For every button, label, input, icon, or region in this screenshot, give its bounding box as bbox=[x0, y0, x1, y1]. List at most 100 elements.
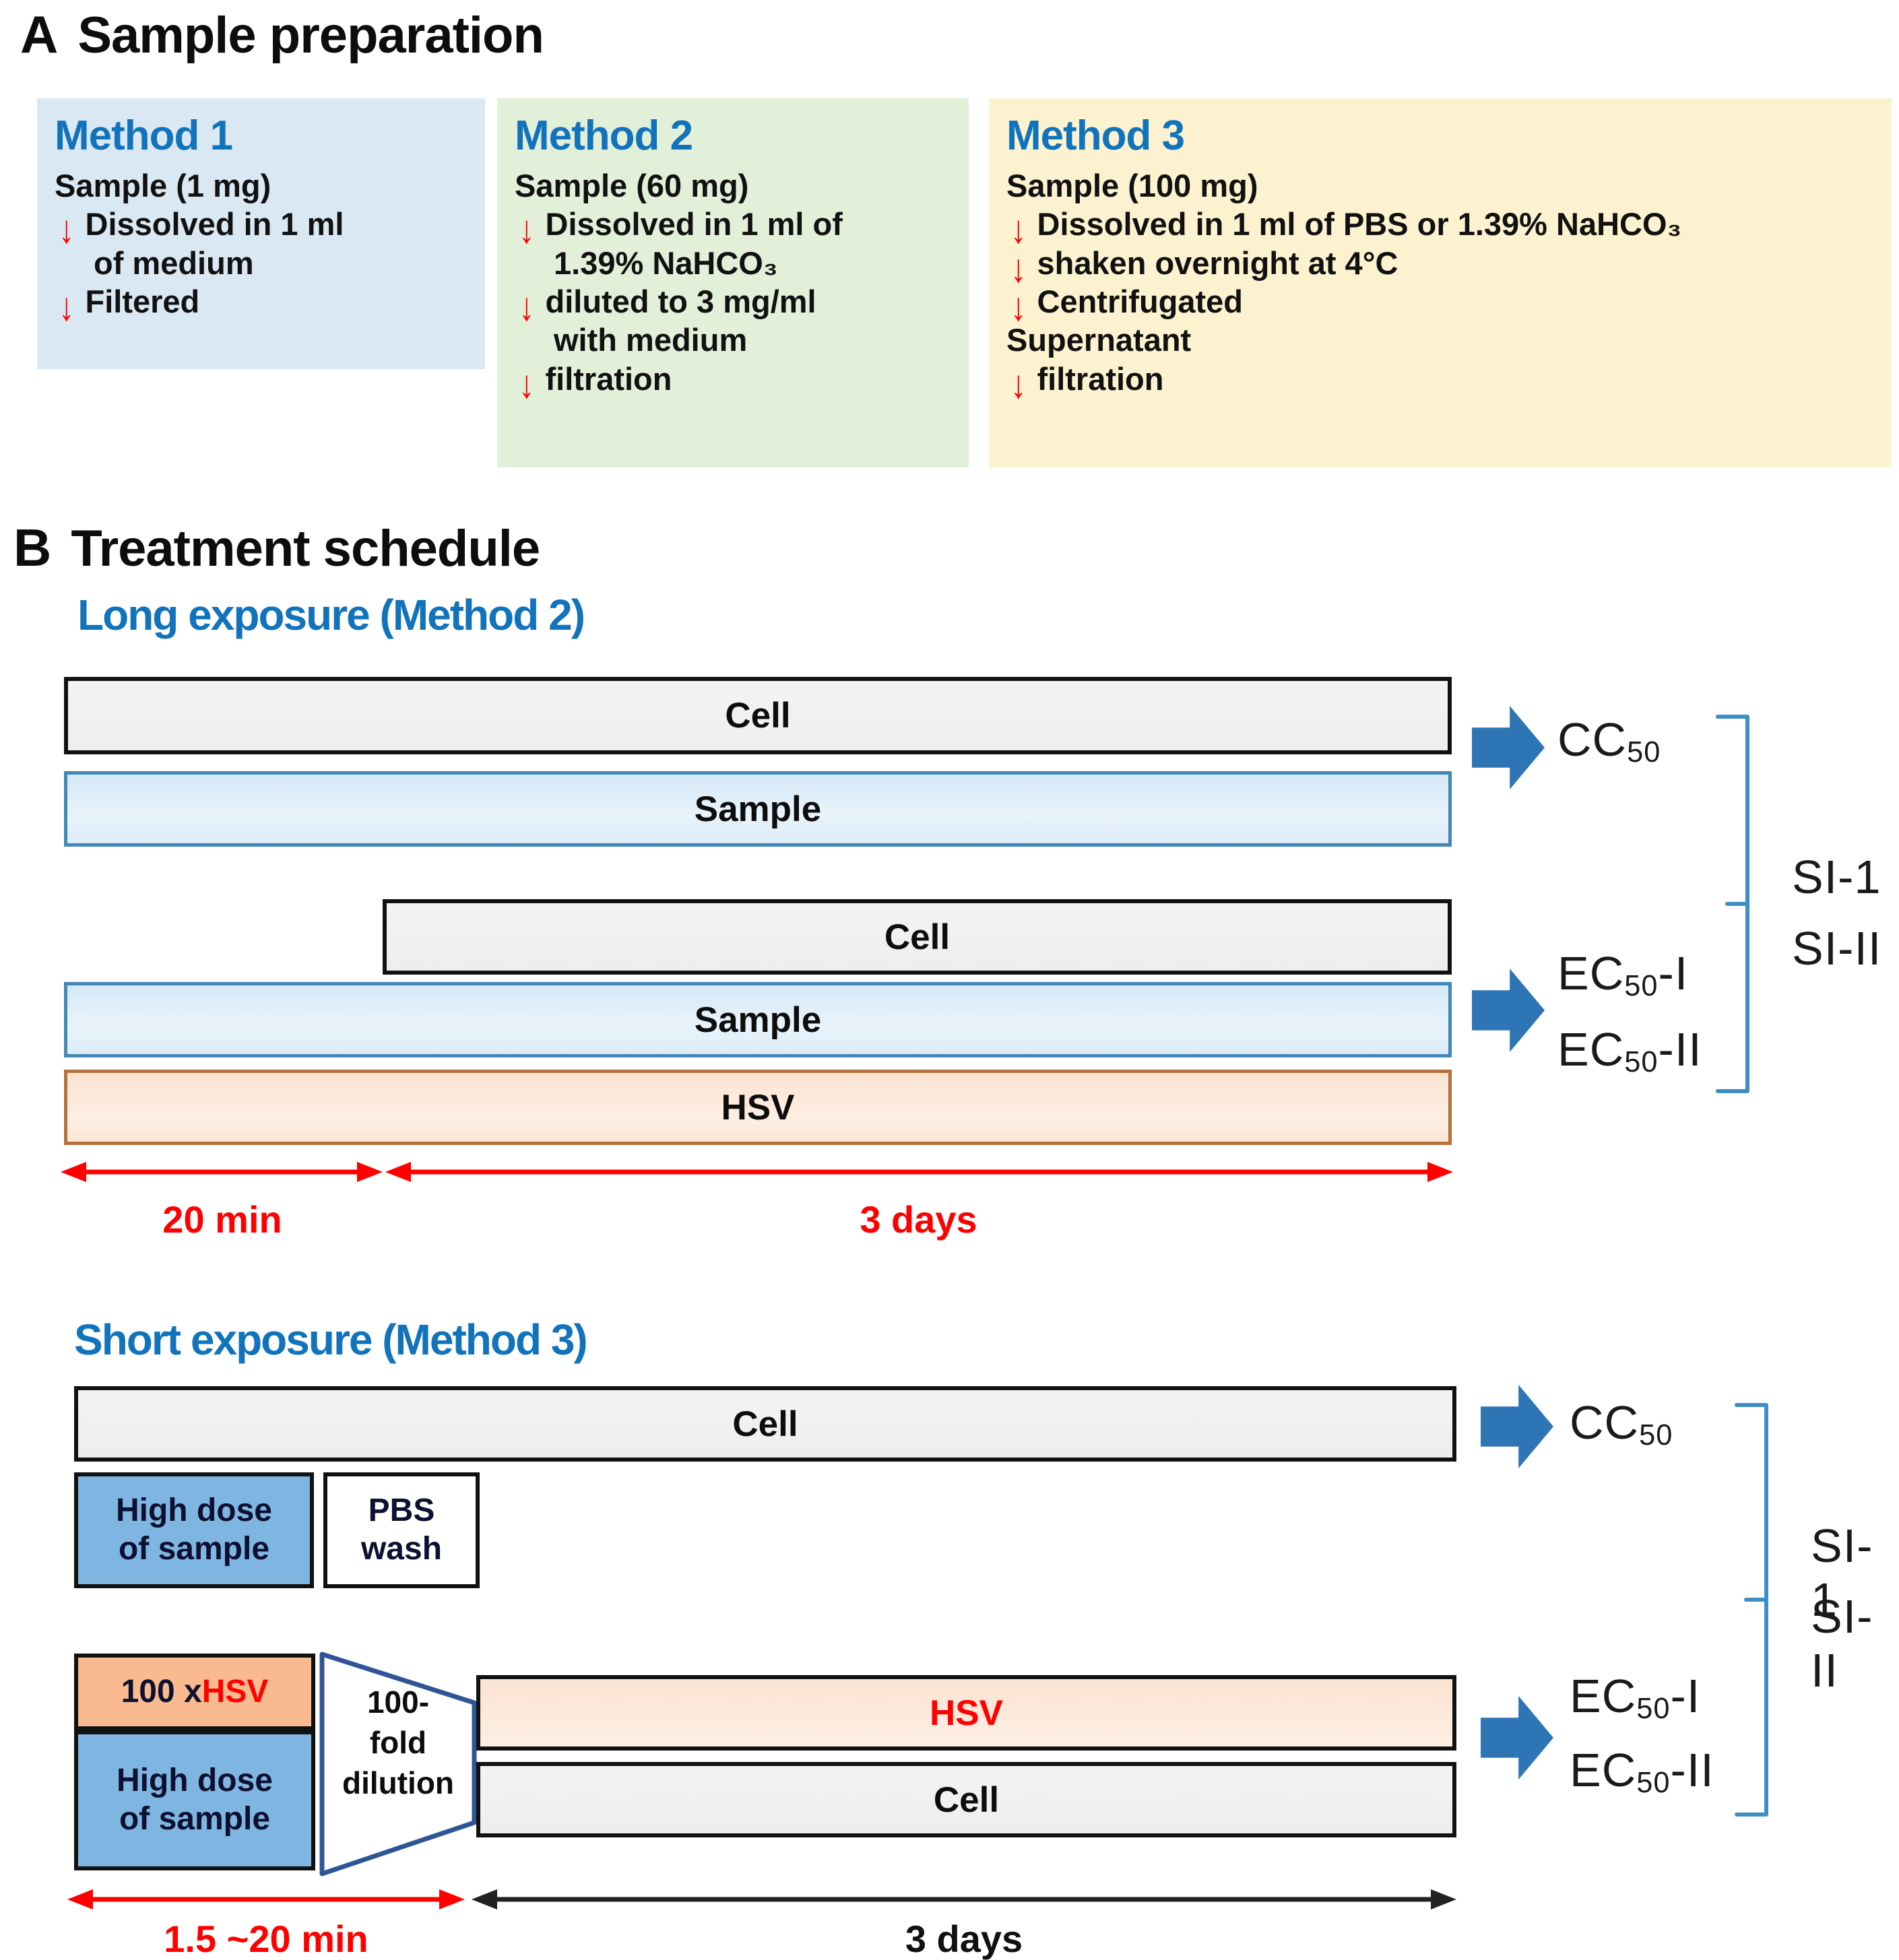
method-step: ↓Dissolved in 1 ml of bbox=[515, 205, 951, 251]
timeline-arrow-20min bbox=[61, 1162, 383, 1182]
method-step: Sample (100 mg) bbox=[1006, 166, 1874, 205]
method-step-text: Filtered bbox=[85, 283, 200, 319]
method-2-title: Method 2 bbox=[515, 112, 693, 159]
method-step: Supernatant bbox=[1006, 321, 1874, 359]
section-b-title: B Treatment schedule bbox=[13, 517, 540, 579]
timeline-arrow-short-red bbox=[67, 1889, 465, 1909]
ec50-i-label-short: EC50-I bbox=[1570, 1669, 1700, 1725]
ec50-i-label-long: EC50-I bbox=[1557, 946, 1689, 1002]
section-a-title-text: Sample preparation bbox=[77, 7, 544, 64]
down-arrow-icon: ↓ bbox=[1010, 206, 1027, 252]
si-bracket-short bbox=[1735, 1403, 1768, 1817]
sci-base: CC bbox=[1557, 713, 1628, 766]
section-a-title: A Sample preparation bbox=[20, 4, 544, 65]
down-arrow-icon: ↓ bbox=[519, 361, 535, 406]
method-step-text: shaken overnight at 4°C bbox=[1037, 244, 1398, 281]
si-bracket-long bbox=[1716, 715, 1749, 1093]
sci-sub: 50 bbox=[1639, 1418, 1673, 1451]
pbs-line2: wash bbox=[360, 1531, 443, 1567]
method-step: 1.39% NaHCO₃ bbox=[515, 244, 951, 282]
method-step: ↓ diluted to 3 mg/ml bbox=[515, 282, 951, 329]
bar-label: Cell bbox=[732, 1404, 798, 1444]
method-step-text: filtration bbox=[545, 360, 672, 397]
dilution-label: 100- fold dilution bbox=[322, 1683, 474, 1803]
sci-base: EC bbox=[1557, 947, 1625, 1000]
down-arrow-icon: ↓ bbox=[1010, 361, 1027, 406]
bar-label: Cell bbox=[725, 696, 791, 736]
down-arrow-icon: ↓ bbox=[59, 206, 75, 252]
method-step-text: Centrifugated bbox=[1037, 283, 1244, 319]
dilution-line1: 100- bbox=[366, 1685, 430, 1720]
label-3days-long: 3 days bbox=[860, 1198, 977, 1241]
dilution-funnel-shape bbox=[319, 1652, 477, 1876]
method-step-text: diluted to 3 mg/ml bbox=[545, 283, 816, 319]
method-step: of medium bbox=[55, 244, 468, 282]
bar-label: HSV bbox=[721, 1087, 795, 1128]
high-dose2-line2: of sample bbox=[119, 1801, 271, 1837]
method-step: ↓Dissolved in 1 ml bbox=[55, 205, 468, 251]
method-step-text: Dissolved in 1 ml of bbox=[545, 206, 843, 242]
bar-label: Sample bbox=[694, 789, 822, 829]
short-cell-top-bar: Cell bbox=[74, 1386, 1456, 1462]
method-step-text: Supernatant bbox=[1006, 322, 1192, 358]
section-a-letter: A bbox=[20, 5, 58, 64]
method-step-text: with medium bbox=[554, 322, 748, 358]
long-sample-top-bar: Sample bbox=[64, 771, 1452, 847]
si-ii-label-long: SI-II bbox=[1792, 922, 1882, 975]
result-arrow-cc50-short bbox=[1481, 1385, 1553, 1468]
sci-sub: 50 bbox=[1627, 736, 1661, 769]
short-hsv-bar: HSV bbox=[476, 1675, 1456, 1751]
high-dose2-line1: High dose bbox=[116, 1763, 273, 1799]
method-1-panel: Method 1 Sample (1 mg)↓Dissolved in 1 ml… bbox=[37, 98, 485, 369]
section-b-letter: B bbox=[13, 518, 51, 577]
high-dose-box: High dose of sample bbox=[74, 1472, 314, 1588]
timeline-arrow-3days-short bbox=[472, 1889, 1456, 1909]
method-3-title: Method 3 bbox=[1006, 112, 1185, 159]
long-cell-top-bar: Cell bbox=[64, 677, 1452, 754]
short-exposure-heading: Short exposure (Method 3) bbox=[74, 1315, 588, 1364]
hsv100-virus: HSV bbox=[201, 1673, 269, 1709]
high-dose-line2: of sample bbox=[118, 1531, 270, 1567]
long-cell-offset-bar: Cell bbox=[383, 899, 1452, 975]
method-3-steps: Sample (100 mg)↓Dissolved in 1 ml of PBS… bbox=[1006, 166, 1874, 406]
label-3days-short: 3 days bbox=[905, 1918, 1023, 1960]
method-step: Sample (1 mg) bbox=[55, 166, 468, 205]
high-dose-box-2: High dose of sample bbox=[74, 1730, 315, 1870]
section-b-title-text: Treatment schedule bbox=[71, 520, 540, 577]
dilution-line2: fold bbox=[369, 1724, 427, 1760]
method-3-panel: Method 3 Sample (100 mg)↓Dissolved in 1 … bbox=[989, 98, 1892, 467]
long-sample-bottom-bar: Sample bbox=[64, 982, 1452, 1057]
sci-sub: 50 bbox=[1624, 969, 1659, 1002]
hsv-100x-box: 100 x HSV bbox=[74, 1654, 315, 1730]
label-20min: 20 min bbox=[162, 1198, 282, 1241]
hsv100-prefix: 100 x bbox=[121, 1673, 202, 1709]
method-step: ↓ shaken overnight at 4°C bbox=[1006, 244, 1874, 290]
pbs-wash-box: PBS wash bbox=[323, 1472, 480, 1588]
method-step: ↓Centrifugated bbox=[1006, 282, 1874, 329]
method-step-text: Sample (60 mg) bbox=[515, 168, 749, 203]
sci-sub: 50 bbox=[1636, 1766, 1671, 1799]
sci-base: EC bbox=[1570, 1670, 1637, 1722]
sci-suffix: -I bbox=[1658, 947, 1689, 1000]
bar-label: Cell bbox=[933, 1779, 1000, 1820]
method-step: ↓Filtered bbox=[55, 282, 468, 329]
method-step-text: Sample (100 mg) bbox=[1006, 168, 1258, 203]
label-short-min: 1.5 ~20 min bbox=[164, 1918, 368, 1960]
result-arrow-cc50-long bbox=[1472, 706, 1545, 789]
high-dose-line1: High dose bbox=[115, 1493, 272, 1529]
down-arrow-icon: ↓ bbox=[1010, 245, 1027, 290]
sci-suffix: -II bbox=[1670, 1744, 1714, 1796]
method-step: ↓filtration bbox=[1006, 360, 1874, 406]
method-step: ↓Dissolved in 1 ml of PBS or 1.39% NaHCO… bbox=[1006, 205, 1874, 251]
method-2-panel: Method 2 Sample (60 mg)↓Dissolved in 1 m… bbox=[497, 98, 969, 467]
bar-label: HSV bbox=[930, 1693, 1003, 1733]
short-cell-bottom-bar: Cell bbox=[476, 1762, 1456, 1837]
si-ii-label-short: SI-II bbox=[1811, 1590, 1873, 1697]
sci-base: EC bbox=[1570, 1744, 1637, 1796]
result-arrow-ec50-long bbox=[1472, 969, 1545, 1052]
down-arrow-icon: ↓ bbox=[519, 284, 535, 329]
sci-sub: 50 bbox=[1636, 1692, 1671, 1725]
cc50-label-long: CC50 bbox=[1557, 713, 1661, 769]
